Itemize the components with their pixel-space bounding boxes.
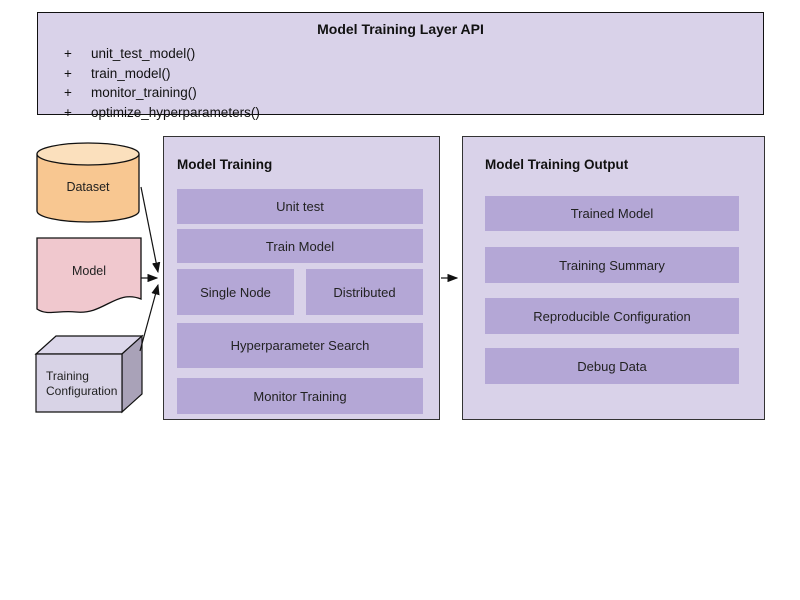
plus-bullet: + <box>64 65 72 81</box>
api-method-row: + optimize_hyperparameters() <box>38 103 763 123</box>
api-method-name: train_model() <box>91 65 171 81</box>
dataset-label: Dataset <box>66 180 110 194</box>
output-reproducible-configuration: Reproducible Configuration <box>485 298 739 334</box>
api-box: Model Training Layer API + unit_test_mod… <box>37 12 764 120</box>
arrow-config-to-training <box>139 283 160 352</box>
api-box-title: Model Training Layer API <box>317 21 484 37</box>
api-method-row: + train_model() <box>38 64 763 84</box>
step-single-node: Single Node <box>177 269 294 315</box>
api-method-name: monitor_training() <box>91 85 197 100</box>
model-training-panel: Model Training Unit test Train Model Sin… <box>163 136 440 420</box>
plus-bullet: + <box>64 104 72 120</box>
api-method-name: unit_test_model() <box>91 46 196 61</box>
step-hyperparameter-search: Hyperparameter Search <box>177 323 423 368</box>
api-method-name: optimize_hyperparameters() <box>91 104 260 120</box>
training-configuration-label: Training Configuration <box>46 369 118 398</box>
step-unit-test: Unit test <box>177 189 423 224</box>
step-distributed: Distributed <box>306 269 423 315</box>
model-training-title: Model Training <box>177 157 273 172</box>
model-training-output-panel: Model Training Output Trained Model Trai… <box>462 136 765 420</box>
output-debug-data: Debug Data <box>485 348 739 384</box>
plus-bullet: + <box>64 85 72 100</box>
step-monitor-training: Monitor Training <box>177 378 423 414</box>
output-training-summary: Training Summary <box>485 247 739 283</box>
api-method-row: + monitor_training() <box>38 83 763 103</box>
output-trained-model: Trained Model <box>485 196 739 231</box>
api-method-row: + unit_test_model() <box>38 44 763 64</box>
arrow-dataset-to-training <box>140 186 161 274</box>
step-train-model: Train Model <box>177 229 423 263</box>
api-method-list: + unit_test_model() + train_model() + mo… <box>38 44 763 122</box>
plus-bullet: + <box>64 46 72 61</box>
model-label: Model <box>71 264 107 278</box>
model-training-output-title: Model Training Output <box>485 157 629 172</box>
